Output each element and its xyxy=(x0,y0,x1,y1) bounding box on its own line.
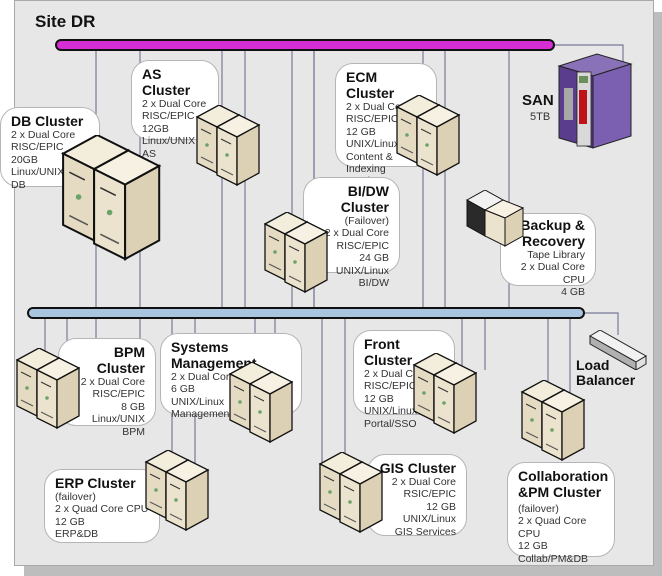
spec-line: BI/DW xyxy=(358,277,389,290)
bpm-server-icon xyxy=(16,348,80,429)
db-server-icon xyxy=(62,135,161,261)
link-line xyxy=(583,312,619,335)
collab-server-icon xyxy=(521,380,585,461)
cluster-title: Systems Management xyxy=(171,339,257,371)
spec-line: 2 x Dual Core xyxy=(142,98,207,110)
spec-line: 2 x Dual Core CPU xyxy=(520,261,585,286)
bidw-server-icon xyxy=(264,212,328,293)
san-capacity: 5TB xyxy=(530,111,551,123)
spec-line: Management xyxy=(171,408,233,421)
spec-line: 12GB xyxy=(142,122,169,135)
spec-line: 2 x Dual Core xyxy=(324,227,389,240)
spec-line: 12 GB xyxy=(364,392,394,405)
cluster-title: Front Cluster xyxy=(364,336,413,368)
as-server-icon xyxy=(196,105,260,186)
front-server-icon xyxy=(413,353,477,434)
spec-line: 4 GB xyxy=(561,286,585,299)
cluster-title: ERP Cluster xyxy=(55,475,136,491)
load-balancer-icon xyxy=(589,330,647,370)
san-storage-icon xyxy=(557,53,633,149)
cluster-title: AS Cluster xyxy=(142,66,191,98)
erp-cluster-box: ERP Cluster (failover) 2 x Quad Core CPU… xyxy=(44,469,160,543)
sysmgmt-server-icon xyxy=(229,362,293,443)
spec-line: RISC/EPIC xyxy=(346,113,399,126)
spec-line: ERP&DB xyxy=(55,528,99,541)
spec-line: UNIX/Linux xyxy=(171,395,225,408)
spec-line: RISC/EPIC xyxy=(92,388,145,401)
spec-line: RISC/EPIC xyxy=(142,110,195,123)
ecm-cluster-box: ECM Cluster 2 x Dual Core RISC/EPIC 12 G… xyxy=(335,63,437,187)
spec-line: Indexing xyxy=(346,163,386,176)
spec-line: 2 x Dual Core xyxy=(346,101,411,113)
spec-line: 20GB xyxy=(11,153,38,166)
spec-line: Linux/UNIX xyxy=(142,135,196,148)
spec-line: RISC/EPIC xyxy=(364,380,417,393)
spec-line: 24 GB xyxy=(359,252,389,265)
bottom-network-bus xyxy=(27,307,585,319)
spec-line: RISC/EPIC xyxy=(11,141,64,154)
spec-line: 2 x Dual Core xyxy=(364,368,429,380)
spec-line: 2 x Dual Core xyxy=(11,129,76,141)
spec-line: RSIC/EPIC xyxy=(403,488,456,501)
tape-library-icon xyxy=(465,190,525,247)
spec-line: (failover) xyxy=(518,503,559,515)
gis-cluster-box: GIS Cluster 2 x Dual Core RSIC/EPIC 12 G… xyxy=(367,454,467,538)
spec-line: GIS Services xyxy=(394,525,456,538)
san-label: SAN xyxy=(522,92,554,109)
spec-line: 12 GB xyxy=(346,125,376,138)
spec-line: UNIX/Linux xyxy=(346,138,400,151)
spec-line: AS xyxy=(142,147,157,160)
spec-line: Collab/PM&DB xyxy=(518,552,589,565)
spec-line: Content & xyxy=(346,150,393,163)
spec-line: 2 x Quad Core CPU xyxy=(518,515,587,540)
cluster-title: BPM Cluster xyxy=(96,344,145,376)
spec-line: UNIX/Linux xyxy=(335,264,389,277)
spec-line: 12 GB xyxy=(55,515,85,528)
cluster-title: Backup & xyxy=(520,217,585,233)
load-balancer-label-2: Balancer xyxy=(576,372,636,388)
spec-line: (failover) xyxy=(55,491,96,503)
spec-line: 2 x Dual Core xyxy=(80,376,145,388)
spec-line: 12 GB xyxy=(518,540,548,553)
load-balancer-label-1: Load xyxy=(576,357,610,373)
cluster-title: BI/DW Cluster xyxy=(340,183,389,215)
spec-line: Portal/SSO xyxy=(364,417,417,430)
spec-line: DB xyxy=(11,178,26,191)
spec-line: UNIX/Linux xyxy=(364,405,418,418)
spec-line: 2 x Quad Core CPU xyxy=(55,503,149,516)
site-title: Site DR xyxy=(35,12,96,31)
spec-line: Linux/UNIX xyxy=(91,413,145,426)
spec-line: (Failover) xyxy=(344,215,389,227)
spec-line: BPM xyxy=(122,425,145,438)
gis-server-icon xyxy=(319,452,383,533)
collaboration-pm-cluster-box: Collaboration &PM Cluster (failover) 2 x… xyxy=(507,462,615,565)
spec-line: Tape Library xyxy=(527,249,585,261)
spec-line: 2 x Dual Core xyxy=(391,476,456,488)
spec-line: RISC/EPIC xyxy=(336,239,389,252)
ecm-server-icon xyxy=(396,95,460,176)
cluster-title: GIS Cluster xyxy=(379,460,456,476)
spec-line: 8 GB xyxy=(121,400,145,413)
cluster-title: Collaboration xyxy=(518,468,609,484)
cluster-title: Recovery xyxy=(521,233,585,249)
spec-line: 6 GB xyxy=(171,383,195,396)
cluster-title: &PM Cluster xyxy=(518,484,602,500)
cluster-title: ECM Cluster xyxy=(346,69,395,101)
top-network-bus xyxy=(55,39,555,51)
spec-line: 12 GB xyxy=(426,500,456,513)
spec-line: UNIX/Linux xyxy=(402,513,456,526)
as-cluster-box: AS Cluster 2 x Dual Core RISC/EPIC 12GB … xyxy=(131,60,219,160)
erp-server-icon xyxy=(145,450,209,531)
spec-line: Linux/UNIX xyxy=(11,166,65,179)
cluster-title: DB Cluster xyxy=(11,113,84,129)
